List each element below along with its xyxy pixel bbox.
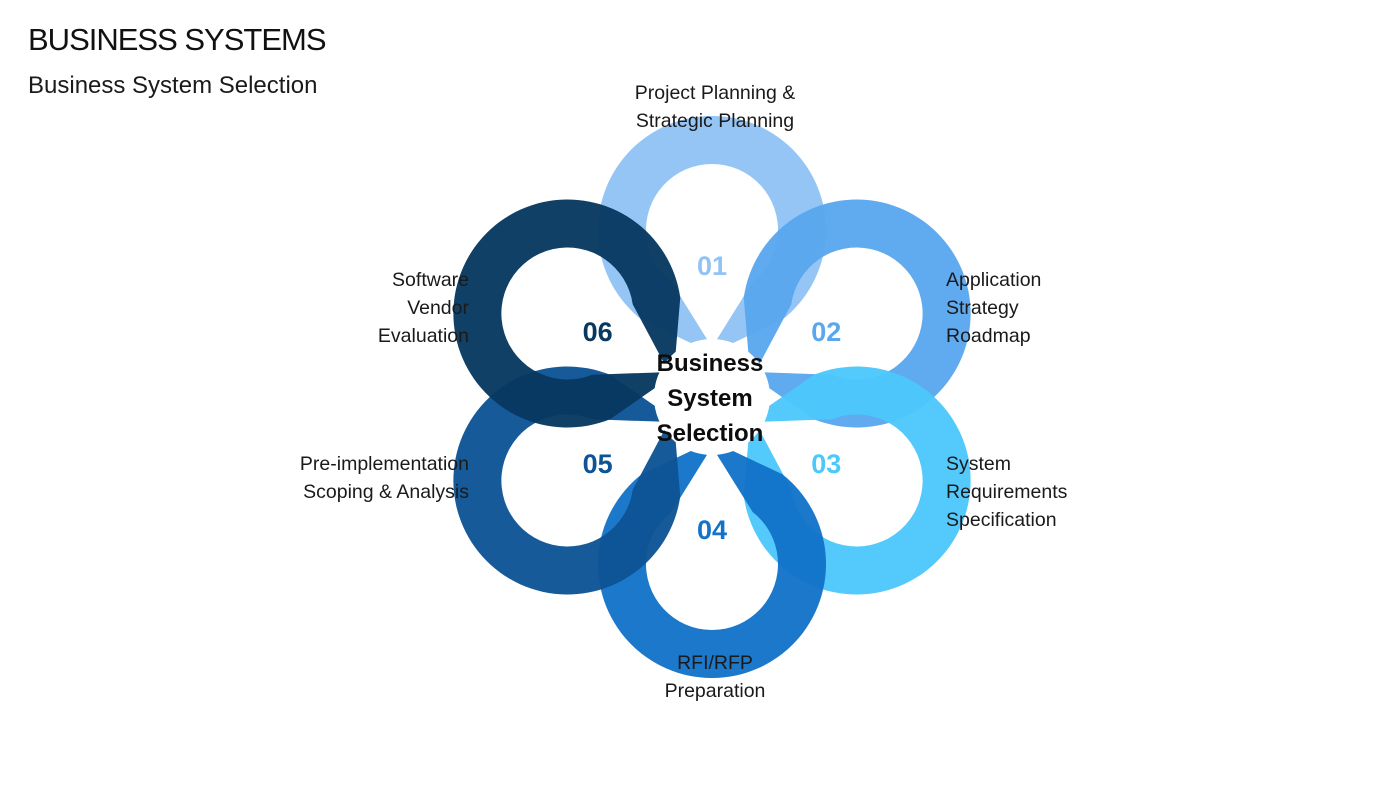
step-label-05-line: Pre-implementation (299, 453, 469, 475)
center-title-line: Selection (656, 420, 764, 447)
center-title-line: Business (656, 350, 764, 377)
petal-hole-03 (800, 429, 889, 518)
page-title: BUSINESS SYSTEMS (28, 22, 327, 57)
step-label-04-line: RFI/RFP (677, 652, 753, 674)
petal-hole-02 (800, 276, 889, 365)
center-title: Business System Selection (610, 346, 810, 451)
step-label-05: Pre-implementation Scoping & Analysis (300, 450, 469, 506)
center-title-line: System (667, 385, 753, 412)
step-label-06-line: Vendor (407, 297, 469, 319)
step-number-05: 05 (583, 449, 613, 479)
step-label-03-line: System (946, 453, 1012, 475)
petal-hole-06 (535, 276, 624, 365)
center-hub (654, 339, 770, 455)
step-label-06-line: Software (392, 269, 469, 291)
step-label-06: Software Vendor Evaluation (378, 266, 469, 350)
petal-ring-02 (743, 199, 971, 428)
page-subtitle: Business System Selection (28, 72, 318, 99)
step-label-03-line: Requirements (946, 481, 1068, 503)
step-label-01-line: Project Planning & (634, 82, 796, 104)
petal-hole-05 (535, 429, 624, 518)
petal-layer (453, 116, 971, 678)
step-number-03: 03 (811, 449, 841, 479)
step-number-04: 04 (697, 515, 727, 545)
petal-hole-01 (668, 200, 756, 288)
step-label-02-line: Strategy (946, 297, 1019, 319)
step-number-layer: 01 02 03 04 05 06 (583, 251, 842, 545)
step-label-02: Application Strategy Roadmap (946, 266, 1041, 350)
step-number-06: 06 (583, 317, 613, 347)
step-label-02-line: Application (946, 269, 1042, 291)
step-number-02: 02 (811, 317, 841, 347)
petal-ring-05 (453, 366, 681, 595)
petal-hole-04 (668, 506, 756, 594)
step-label-01: Project Planning & Strategic Planning (560, 79, 870, 135)
petal-ring-06 (453, 199, 681, 428)
step-label-05-line: Scoping & Analysis (303, 481, 469, 503)
step-label-06-line: Evaluation (377, 325, 469, 347)
step-label-04: RFI/RFP Preparation (560, 649, 870, 705)
step-label-03: System Requirements Specification (946, 450, 1067, 534)
step-label-01-line: Strategic Planning (635, 110, 795, 132)
step-number-01: 01 (697, 251, 727, 281)
step-label-03-line: Specification (946, 509, 1057, 531)
step-label-02-line: Roadmap (946, 325, 1031, 347)
step-label-04-line: Preparation (664, 680, 766, 702)
